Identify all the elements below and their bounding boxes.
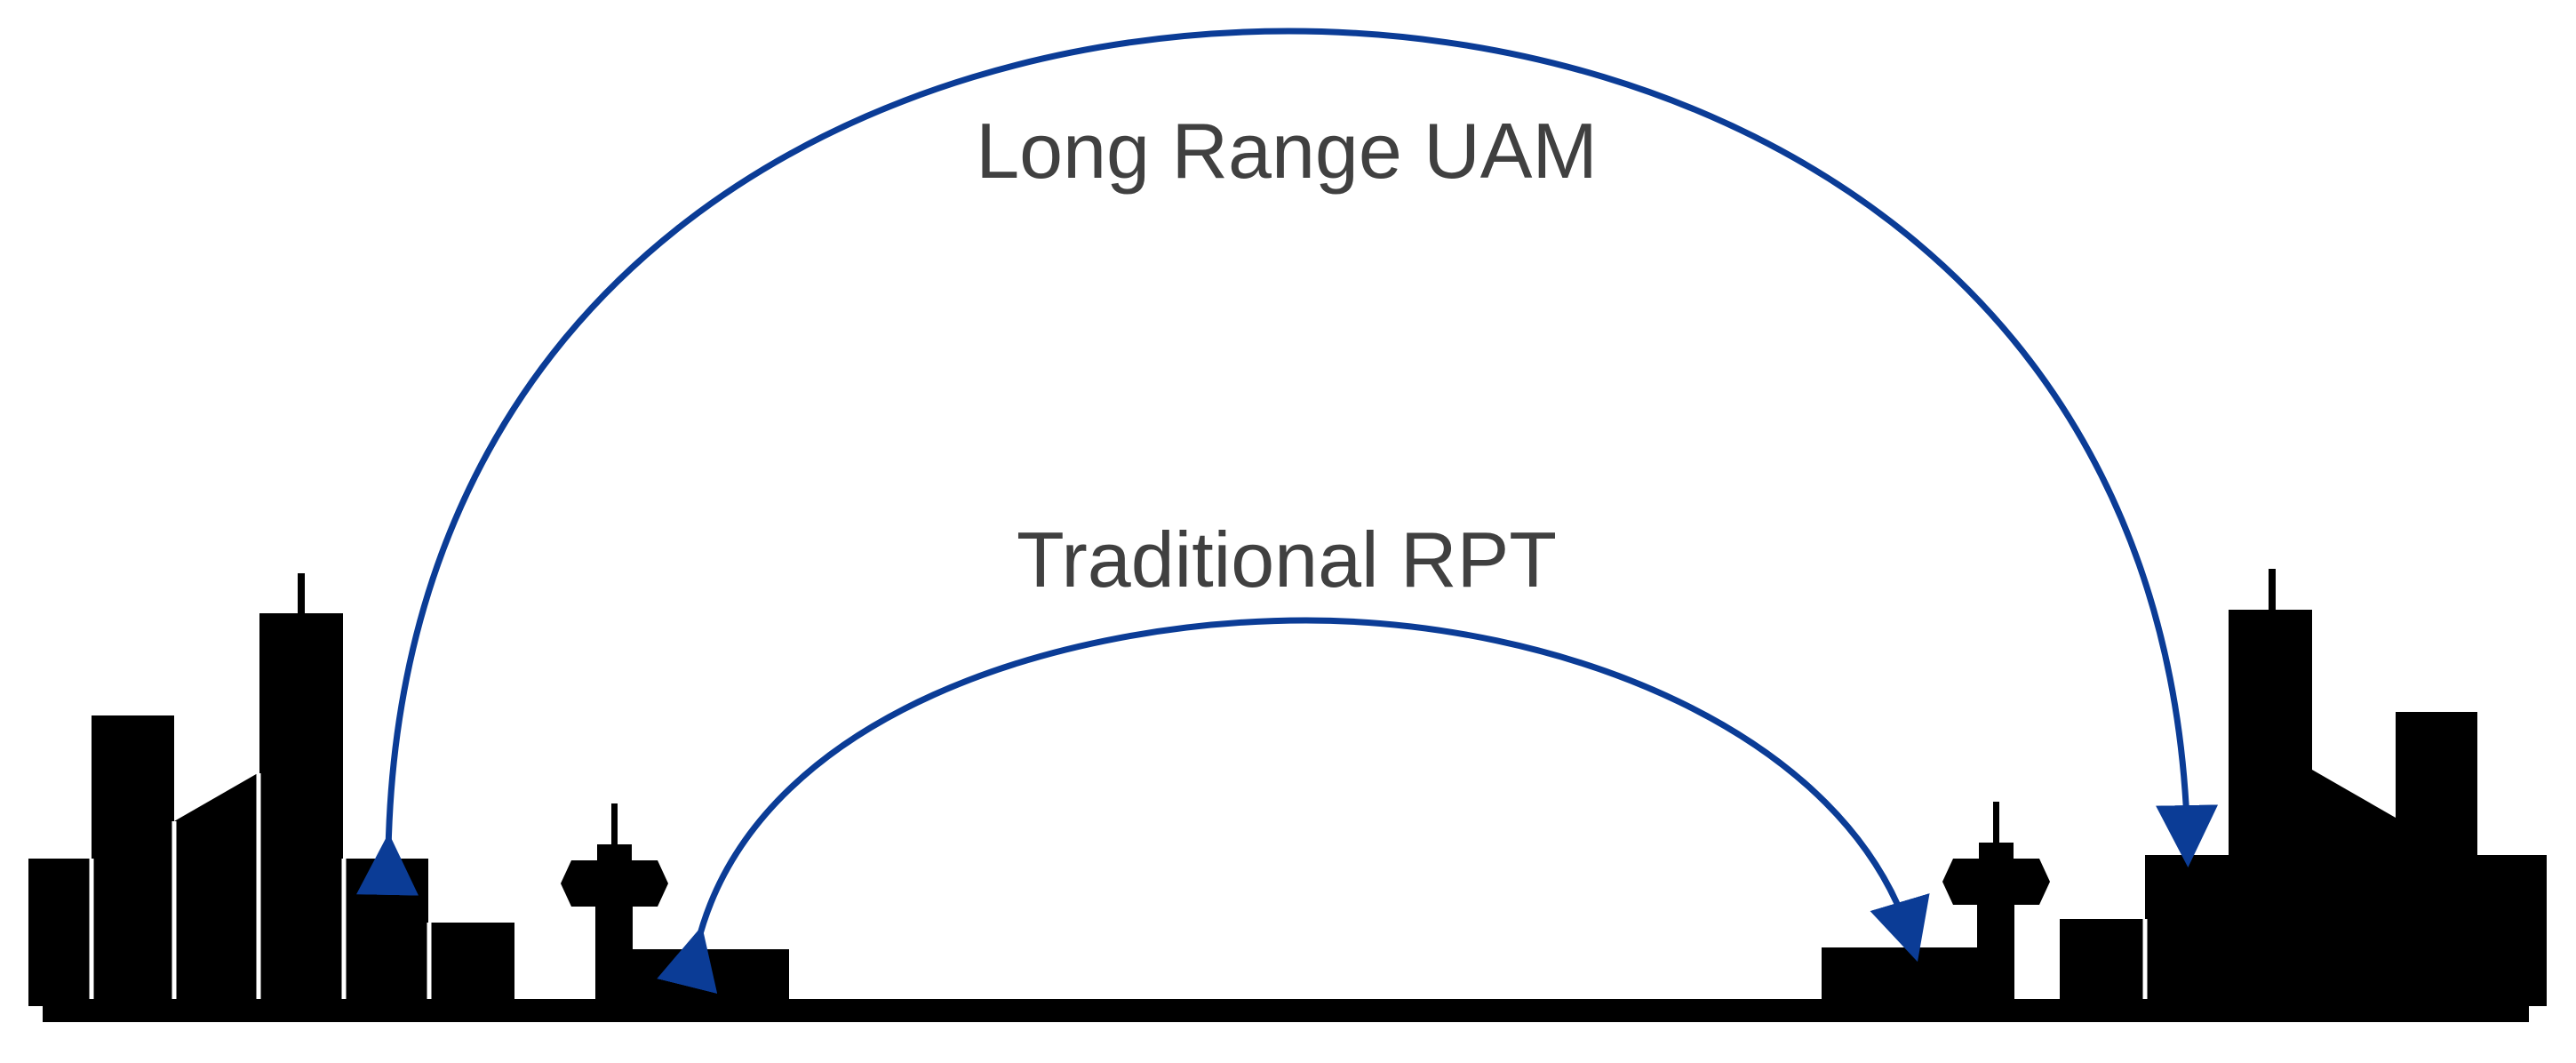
control-tower-shaft: [1977, 903, 2014, 1006]
building: [28, 859, 92, 1006]
control-tower-antenna: [1993, 802, 1999, 844]
building: [431, 923, 514, 1006]
tower-antenna: [298, 573, 305, 616]
left-city-skyline: [28, 573, 514, 1006]
control-tower-cab: [561, 860, 668, 907]
long-range-uam-label: Long Range UAM: [976, 107, 1598, 195]
traditional-rpt-arc: [657, 617, 1930, 995]
building: [2477, 855, 2547, 1006]
right-city-skyline: [2060, 569, 2547, 1006]
building: [2312, 770, 2396, 1006]
control-tower-cab: [1942, 859, 2050, 905]
building: [174, 773, 258, 1006]
building: [92, 715, 174, 1006]
building: [2060, 919, 2145, 1006]
long-range-uam-arc: [356, 28, 2219, 896]
building: [2145, 855, 2230, 1006]
control-tower-shaft: [595, 905, 633, 1006]
terminal-building: [633, 949, 789, 1006]
building: [345, 859, 428, 1006]
control-tower-antenna: [611, 803, 618, 846]
ground-line: [43, 999, 2529, 1022]
tower-building: [259, 613, 343, 1006]
traditional-rpt-label: Traditional RPT: [1017, 516, 1557, 603]
control-tower-top: [597, 844, 632, 862]
control-tower-top: [1979, 843, 2014, 860]
left-airport: [561, 803, 789, 1006]
tower-building: [2229, 610, 2312, 1006]
tower-antenna: [2269, 569, 2276, 613]
building: [2396, 712, 2477, 1006]
